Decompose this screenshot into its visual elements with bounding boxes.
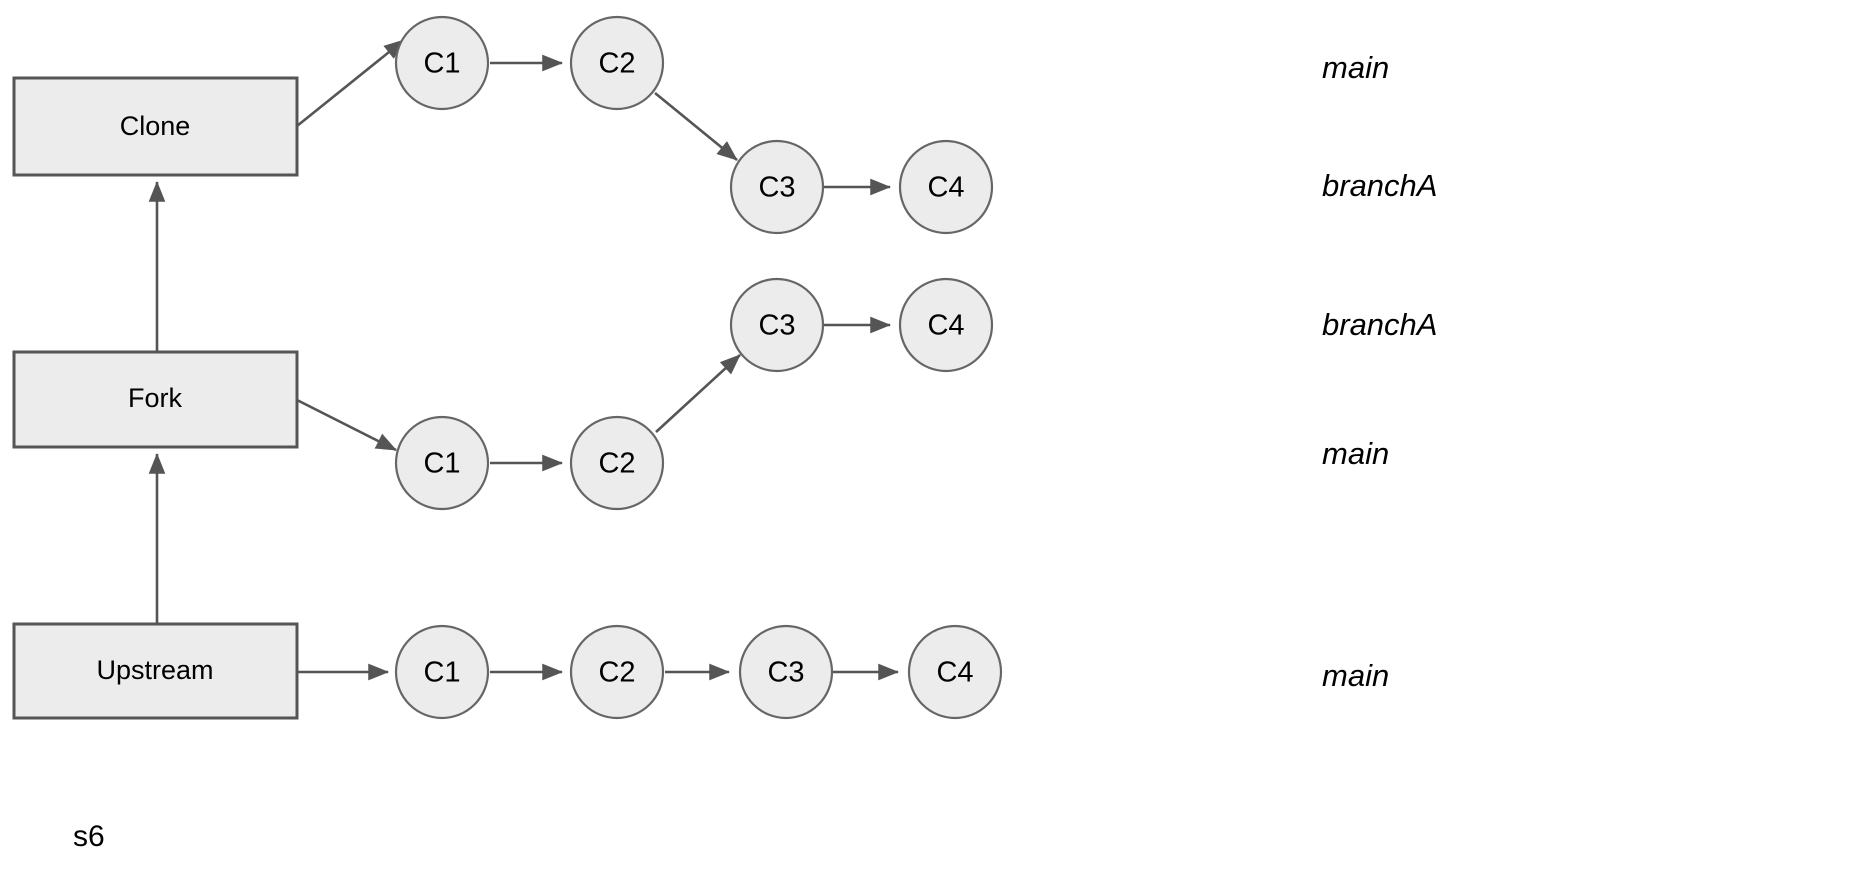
commit-clone-c3-label: C3 bbox=[758, 172, 795, 204]
branch-label-clone-branchA: branchA bbox=[1322, 168, 1437, 203]
commit-clone-c1-shape bbox=[394, 15, 490, 111]
commit-node-upstream-c4[interactable]: C4 bbox=[907, 624, 1003, 720]
edge-clone-c2-to-c3 bbox=[654, 91, 738, 162]
commit-fork-c4-shape bbox=[898, 277, 994, 373]
repo-box-clone-label: Clone bbox=[120, 111, 191, 141]
diagram-caption: s6 bbox=[73, 820, 105, 853]
repo-box-fork-label: Fork bbox=[128, 383, 183, 413]
commit-fork-c2-shape bbox=[569, 415, 665, 511]
commit-node-fork-c3[interactable]: C3 bbox=[729, 277, 825, 373]
commit-upstream-c3-shape bbox=[738, 624, 834, 720]
commit-upstream-c1-label: C1 bbox=[423, 657, 460, 689]
commit-upstream-c4-shape bbox=[907, 624, 1003, 720]
repo-box-upstream-label: Upstream bbox=[96, 655, 213, 685]
commit-node-clone-c1[interactable]: C1 bbox=[394, 15, 490, 111]
commit-fork-c2-label: C2 bbox=[598, 448, 635, 480]
commit-fork-c3-label: C3 bbox=[758, 310, 795, 342]
edge-fork-c2-to-c3 bbox=[655, 354, 741, 433]
commit-clone-c2-shape bbox=[569, 15, 665, 111]
commit-upstream-c3-label: C3 bbox=[767, 657, 804, 689]
commit-clone-c1-label: C1 bbox=[423, 48, 460, 80]
commit-fork-c1-label: C1 bbox=[423, 448, 460, 480]
repo-node-upstream[interactable]: Upstream bbox=[12, 622, 299, 720]
commit-clone-c4-label: C4 bbox=[927, 172, 964, 204]
edge-fork-to-c1 bbox=[296, 398, 397, 452]
branch-label-fork-main: main bbox=[1322, 436, 1389, 471]
commit-node-fork-c4[interactable]: C4 bbox=[898, 277, 994, 373]
commit-clone-c3-shape bbox=[729, 139, 825, 235]
commit-upstream-c2-shape bbox=[569, 624, 665, 720]
commit-node-upstream-c2[interactable]: C2 bbox=[569, 624, 665, 720]
commit-node-clone-c2[interactable]: C2 bbox=[569, 15, 665, 111]
branch-label-fork-branchA: branchA bbox=[1322, 307, 1437, 342]
commit-node-upstream-c1[interactable]: C1 bbox=[394, 624, 490, 720]
edge-clone-to-c1 bbox=[296, 38, 405, 128]
commit-fork-c3-shape bbox=[729, 277, 825, 373]
commit-node-upstream-c3[interactable]: C3 bbox=[738, 624, 834, 720]
commit-upstream-c1-shape bbox=[394, 624, 490, 720]
commit-fork-c4-label: C4 bbox=[927, 310, 964, 342]
branch-label-clone-main: main bbox=[1322, 50, 1389, 85]
commit-node-fork-c1[interactable]: C1 bbox=[394, 415, 490, 511]
commit-clone-c2-label: C2 bbox=[598, 48, 635, 80]
commit-upstream-c2-label: C2 bbox=[598, 657, 635, 689]
repo-node-fork[interactable]: Fork bbox=[12, 350, 299, 449]
repo-node-clone[interactable]: Clone bbox=[12, 76, 299, 177]
repo-box-upstream-shape bbox=[12, 622, 299, 720]
commit-fork-c1-shape bbox=[394, 415, 490, 511]
repo-box-fork-shape bbox=[12, 350, 299, 449]
branch-label-upstream-main: main bbox=[1322, 658, 1389, 693]
commit-node-fork-c2[interactable]: C2 bbox=[569, 415, 665, 511]
commit-upstream-c4-label: C4 bbox=[936, 657, 973, 689]
commit-clone-c4-shape bbox=[898, 139, 994, 235]
commit-node-clone-c4[interactable]: C4 bbox=[898, 139, 994, 235]
repo-box-clone-shape bbox=[12, 76, 299, 177]
commit-node-clone-c3[interactable]: C3 bbox=[729, 139, 825, 235]
